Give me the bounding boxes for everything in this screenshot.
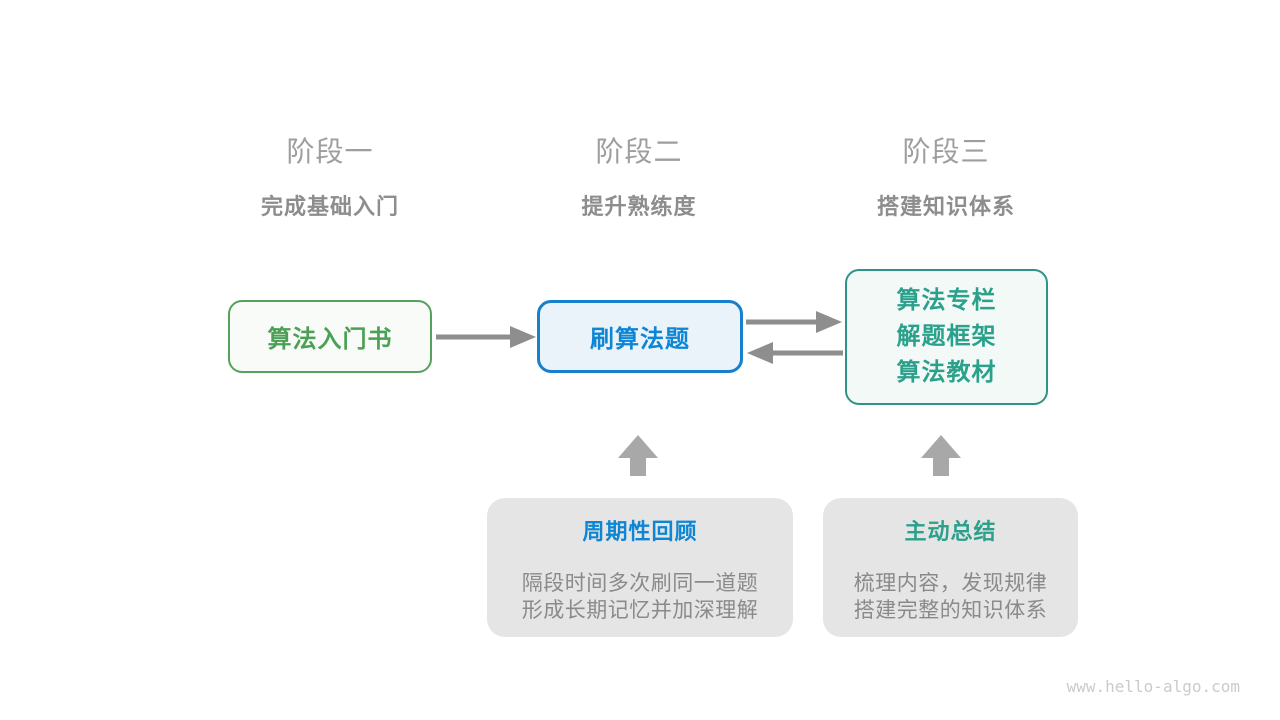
node-knowledge-resources: 算法专栏 解题框架 算法教材 (845, 269, 1048, 405)
note-periodic-review-body: 隔段时间多次刷同一道题 形成长期记忆并加深理解 (487, 570, 793, 624)
stage-2-subtitle: 提升熟练度 (581, 194, 697, 219)
arrow-right-icon (746, 311, 842, 333)
note-active-summary-title: 主动总结 (904, 519, 997, 544)
node-intro-book-label: 算法入门书 (267, 326, 393, 353)
stage-1-subtitle: 完成基础入门 (260, 194, 399, 219)
node-practice-problems: 刷算法题 (537, 300, 743, 373)
arrow-up-icon (921, 435, 961, 476)
arrow-left-icon (747, 342, 843, 364)
note-periodic-review-title: 周期性回顾 (582, 519, 698, 544)
stage-3-subtitle: 搭建知识体系 (876, 194, 1015, 219)
watermark: www.hello-algo.com (1066, 677, 1240, 696)
node-resources-line-2: 解题框架 (896, 323, 997, 350)
node-resources-line-3: 算法教材 (896, 359, 997, 386)
arrow-right-icon (436, 326, 536, 348)
node-resources-line-1: 算法专栏 (896, 287, 997, 314)
note-periodic-review-line-1: 隔段时间多次刷同一道题 (521, 572, 759, 595)
note-active-summary: 主动总结 梳理内容，发现规律 搭建完整的知识体系 (823, 498, 1078, 637)
arrow-up-icon (618, 435, 658, 476)
note-periodic-review: 周期性回顾 隔段时间多次刷同一道题 形成长期记忆并加深理解 (487, 498, 793, 637)
stage-1-label: 阶段一 (286, 136, 374, 167)
note-periodic-review-line-2: 形成长期记忆并加深理解 (521, 599, 759, 622)
stage-3-label: 阶段三 (902, 136, 990, 167)
stage-2-header: 阶段二 提升熟练度 (479, 130, 799, 221)
stage-1-header: 阶段一 完成基础入门 (170, 130, 490, 221)
note-active-summary-body: 梳理内容，发现规律 搭建完整的知识体系 (823, 570, 1078, 624)
node-intro-book: 算法入门书 (228, 300, 432, 373)
stage-3-header: 阶段三 搭建知识体系 (786, 130, 1106, 221)
note-active-summary-line-1: 梳理内容，发现规律 (853, 572, 1048, 595)
stage-2-label: 阶段二 (595, 136, 683, 167)
note-active-summary-line-2: 搭建完整的知识体系 (853, 599, 1048, 622)
node-practice-problems-label: 刷算法题 (590, 326, 690, 353)
